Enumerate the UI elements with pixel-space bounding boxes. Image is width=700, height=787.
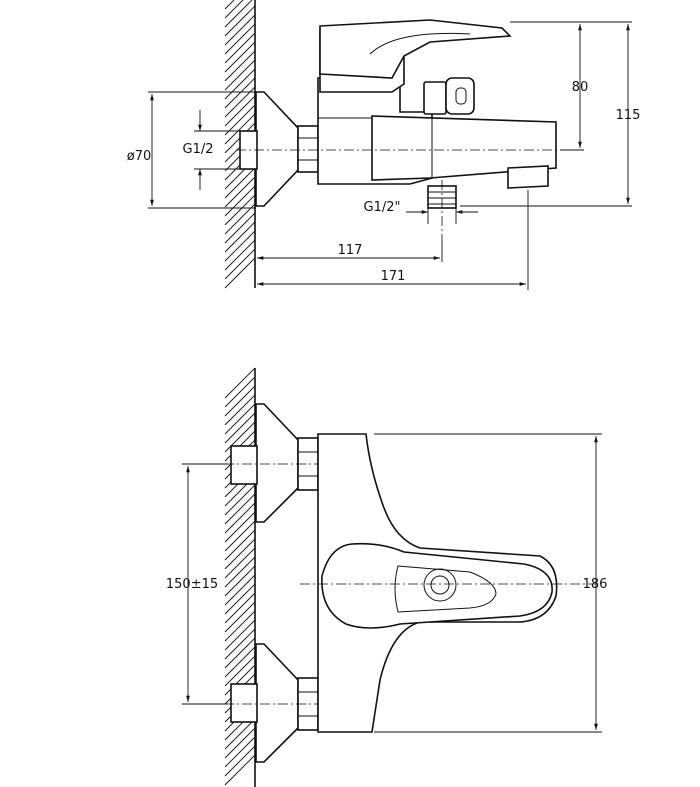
dim-186-label: 186 xyxy=(583,577,608,592)
hatch-line xyxy=(224,212,256,244)
hatch-line xyxy=(224,367,256,399)
dim-171-label: 171 xyxy=(381,269,406,284)
hatch-line xyxy=(224,511,256,543)
hatch-line xyxy=(224,655,256,687)
hatch-line xyxy=(224,754,256,786)
hatch-line xyxy=(224,421,256,453)
hatch-line xyxy=(224,556,256,588)
diverter-knob xyxy=(423,81,447,115)
hatch-line xyxy=(224,538,256,570)
hatch-line xyxy=(224,502,256,534)
hatch-line xyxy=(224,727,256,759)
hatch-line xyxy=(224,484,256,516)
hatch-line xyxy=(224,203,256,235)
hatch-line xyxy=(224,385,256,417)
dim-total-height: 115 xyxy=(460,21,641,207)
hatch-line xyxy=(224,0,253,28)
hatch-line xyxy=(224,176,256,208)
hatch-line xyxy=(224,167,256,199)
side-view: ø70 G1/2 G1/2" 117 171 xyxy=(127,0,641,290)
hatch-line xyxy=(224,194,256,226)
hatch-line xyxy=(224,185,256,217)
hatch-line xyxy=(224,529,256,561)
spout xyxy=(371,115,557,181)
hatch-line xyxy=(224,14,256,46)
hatch-line xyxy=(224,592,256,624)
hatch-line xyxy=(224,403,256,435)
hatch-line xyxy=(224,601,256,633)
dim-inlet-label: G1/2 xyxy=(183,142,214,157)
dim-body-length: 186 xyxy=(374,433,608,733)
lever-knob-icon xyxy=(423,568,457,602)
hatch-line xyxy=(224,376,256,408)
hatch-line xyxy=(224,736,256,768)
hatch-line xyxy=(224,221,256,253)
hatch-line xyxy=(224,23,256,55)
dim-inlet-thread: G1/2 xyxy=(183,110,240,190)
dim-spout-length: 171 xyxy=(257,190,529,290)
hatch-line xyxy=(224,610,256,642)
dim-115-label: 115 xyxy=(616,108,641,123)
hatch-line xyxy=(224,248,256,280)
hatch-line xyxy=(224,59,256,91)
dim-spacing-label: 150±15 xyxy=(166,577,218,592)
hatch-line xyxy=(224,664,256,696)
hatch-line xyxy=(224,565,256,597)
dim-outlet-height: 80 xyxy=(510,21,589,151)
hatch-line xyxy=(224,104,256,136)
hatch-line xyxy=(224,394,256,426)
dim-80-label: 80 xyxy=(572,80,589,95)
hatch-line xyxy=(224,646,256,678)
hatch-line xyxy=(224,412,256,444)
hatch-line xyxy=(224,113,256,145)
hatch-line xyxy=(224,0,244,19)
hatch-line xyxy=(224,5,256,37)
lever-top xyxy=(321,542,553,629)
hatch-line xyxy=(224,257,256,289)
wall-hatch-bottom xyxy=(224,367,256,787)
lower-connection xyxy=(224,643,340,763)
hatch-line xyxy=(224,619,256,651)
dim-outlet-length: 117 xyxy=(257,240,443,262)
lever-handle xyxy=(319,19,512,79)
dim-flange-label: ø70 xyxy=(127,149,152,164)
upper-connection xyxy=(224,403,340,523)
wall-flange xyxy=(255,91,299,207)
hatch-line xyxy=(224,520,256,552)
diverter-pull xyxy=(445,77,475,115)
hatch-line xyxy=(224,628,256,660)
hex-nut xyxy=(297,125,319,173)
dim-outlet-label: G1/2" xyxy=(364,200,401,215)
dim-inlet-spacing: 150±15 xyxy=(166,463,228,705)
hatch-line xyxy=(224,718,256,750)
hatch-line xyxy=(224,745,256,777)
hatch-line xyxy=(224,239,256,271)
hatch-line xyxy=(224,32,256,64)
hatch-line xyxy=(224,637,256,669)
dim-flange-diameter: ø70 xyxy=(127,91,256,209)
hatch-line xyxy=(224,86,256,118)
hatch-line xyxy=(224,77,256,109)
hatch-line xyxy=(224,41,256,73)
dim-outlet-thread: G1/2" xyxy=(364,200,478,224)
dim-117-label: 117 xyxy=(338,243,363,258)
hatch-line xyxy=(224,50,256,82)
hatch-line xyxy=(224,574,256,606)
hatch-line xyxy=(224,493,256,525)
hatch-line xyxy=(224,583,256,615)
hatch-line xyxy=(224,95,256,127)
hatch-line xyxy=(224,68,256,100)
hatch-line xyxy=(224,0,235,10)
hatch-line xyxy=(224,230,256,262)
aerator xyxy=(507,165,549,189)
hatch-line xyxy=(224,547,256,579)
top-view: 150±15 186 xyxy=(166,367,608,787)
